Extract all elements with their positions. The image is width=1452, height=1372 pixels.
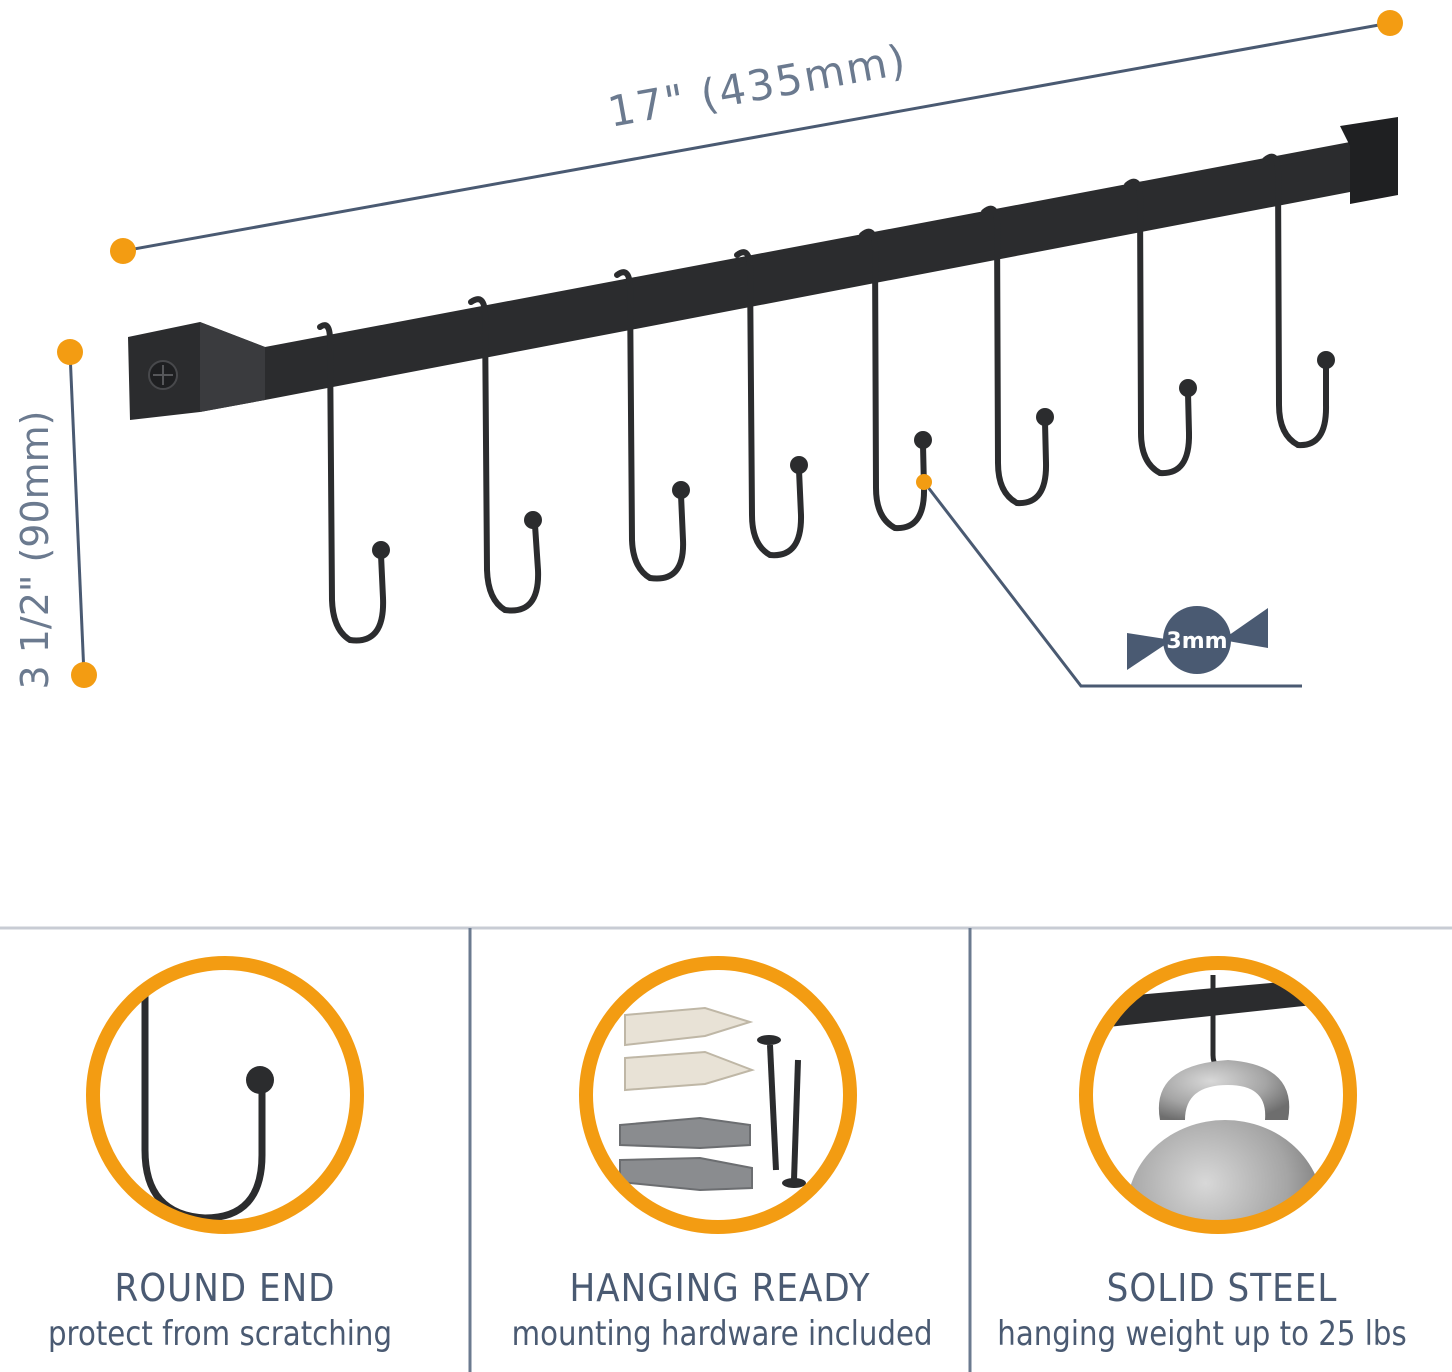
hook-1 xyxy=(317,322,390,644)
thickness-label: 3mm xyxy=(1166,629,1227,654)
hook-8 xyxy=(1262,153,1335,449)
height-dimension: 3 1/2" (90mm) xyxy=(13,339,97,690)
feature-title-round-end: ROUND END xyxy=(114,1266,336,1310)
solid-steel-image xyxy=(1079,956,1357,1234)
feature-subtitle-round-end: protect from scratching xyxy=(47,1314,392,1354)
length-end-dot xyxy=(1377,10,1403,36)
round-end-image xyxy=(86,956,364,1234)
height-start-dot xyxy=(57,339,83,365)
length-label: 17" (435mm) xyxy=(604,35,911,137)
height-end-dot xyxy=(71,662,97,688)
arrow-right-icon xyxy=(1222,608,1268,648)
screw-icon xyxy=(757,1035,806,1188)
hook-2 xyxy=(468,296,542,614)
height-label: 3 1/2" (90mm) xyxy=(13,410,57,689)
hooks xyxy=(317,153,1335,644)
feature-title-solid-steel: SOLID STEEL xyxy=(1106,1266,1338,1310)
hook-7 xyxy=(1124,178,1197,477)
feature-subtitle-hanging-ready: mounting hardware included xyxy=(511,1314,933,1354)
feature-subtitle-solid-steel: hanging weight up to 25 lbs xyxy=(997,1314,1407,1354)
hook-6 xyxy=(981,205,1054,507)
thickness-callout: 3mm xyxy=(916,474,1302,688)
length-dimension: 17" (435mm) xyxy=(110,10,1403,264)
panel-dividers xyxy=(0,926,1452,1372)
wall-anchor-icon xyxy=(624,1006,756,1092)
hardware-image xyxy=(579,956,857,1234)
thickness-dot xyxy=(916,474,932,490)
plastic-plug-icon xyxy=(619,1116,753,1192)
screw-icon xyxy=(148,360,178,390)
feature-title-hanging-ready: HANGING READY xyxy=(569,1266,871,1310)
length-start-dot xyxy=(110,238,136,264)
rail xyxy=(128,117,1398,420)
arrow-left-icon xyxy=(1127,633,1172,670)
hook-3 xyxy=(614,269,690,582)
hook-4 xyxy=(734,249,808,559)
